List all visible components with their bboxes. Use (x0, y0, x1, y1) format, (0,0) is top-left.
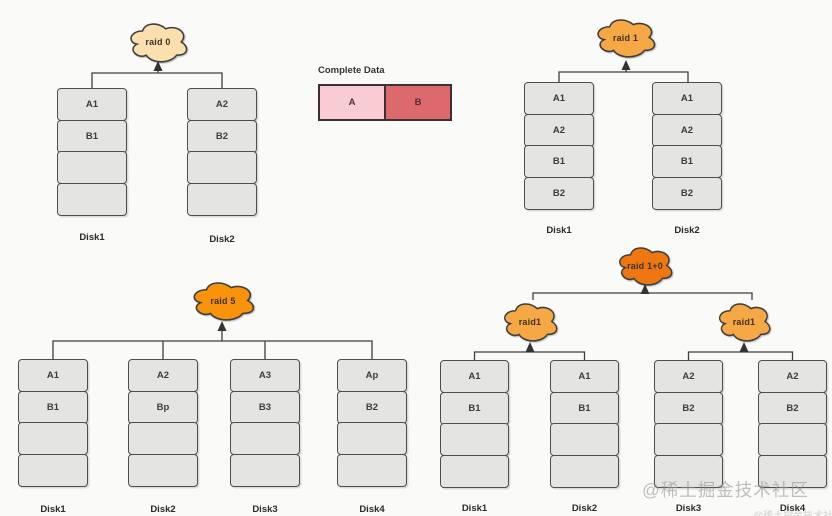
disk-cell: A2 (652, 113, 722, 147)
raid10-cloud-label: raid 1+0 (627, 261, 663, 271)
disk-cell: A1 (18, 359, 88, 392)
raid0-cloud-label: raid 0 (145, 37, 171, 47)
disk-cell (187, 151, 257, 184)
disk-cell: B2 (187, 119, 257, 153)
disk-cell (550, 423, 619, 456)
disk-cell: B2 (524, 176, 594, 210)
raid10-disk1: A1 B1 (440, 360, 509, 488)
raid10-right-subcloud-label: raid1 (732, 317, 756, 327)
disk-cell (654, 454, 723, 488)
disk-cell: A1 (550, 360, 619, 393)
disk-cell (654, 423, 723, 456)
raid1-disk1: A1 A2 B1 B2 (524, 82, 594, 210)
raid5-disk2-label: Disk2 (150, 504, 176, 515)
raid10-disk2: A1 B1 (550, 360, 619, 488)
raid10-disk4: A2 B2 (758, 360, 827, 488)
raid1-disk1-label: Disk1 (546, 225, 572, 236)
raid10-left-subcloud-icon (504, 303, 558, 342)
disk-cell: B1 (524, 145, 594, 178)
disk-cell: A1 (652, 82, 722, 115)
disk-cell: B1 (57, 119, 127, 153)
disk-cell (18, 453, 88, 487)
raid5-disk3-label: Disk3 (252, 504, 278, 515)
disk-cell: A1 (57, 88, 127, 121)
watermark-partial: @稀土掘金技术社区 (753, 507, 832, 516)
disk-cell (337, 453, 407, 487)
disk-cell (550, 454, 619, 488)
disk-cell: A1 (440, 360, 509, 393)
disk-cell: B3 (230, 390, 300, 424)
raid0-disk2: A2 B2 (187, 88, 257, 216)
raid1-cloud-label: raid 1 (612, 33, 639, 43)
disk-cell (128, 453, 198, 487)
data-block-b: B (384, 84, 452, 121)
raid0-disk2-label: Disk2 (209, 234, 235, 245)
raid5-disk4-label: Disk4 (359, 504, 385, 515)
raid10-right-subcloud-icon (718, 303, 771, 342)
disk-cell: B2 (652, 176, 722, 210)
disk-cell (440, 454, 509, 488)
raid1-disk2-label: Disk2 (674, 225, 700, 236)
disk-cell (230, 453, 300, 487)
raid0-disk1-label: Disk1 (79, 232, 105, 243)
disk-cell (57, 151, 127, 184)
disk-cell: B1 (440, 391, 509, 425)
disk-cell: A2 (524, 113, 594, 147)
disk-cell: Bp (128, 390, 198, 424)
raid10-disk1-label: Disk1 (461, 503, 488, 514)
disk-cell (758, 423, 827, 456)
complete-data-legend: A B (318, 84, 452, 121)
raid5-disk3: A3 B3 (230, 359, 300, 487)
raid5-disk4: Ap B2 (337, 359, 407, 487)
disk-cell (440, 423, 509, 456)
raid5-disk2: A2 Bp (128, 359, 198, 487)
raid10-disk3: A2 B2 (654, 360, 723, 488)
disk-cell (337, 422, 407, 455)
disk-cell: B2 (654, 391, 723, 425)
disk-cell: B1 (652, 145, 722, 178)
disk-cell: A2 (654, 360, 723, 393)
disk-cell (57, 182, 127, 216)
disk-cell: A3 (230, 359, 300, 392)
disk-cell (230, 422, 300, 455)
disk-cell: A2 (128, 359, 198, 392)
raid10-disk4-label: Disk4 (779, 503, 806, 514)
raid0-disk1: A1 B1 (57, 88, 127, 216)
raid5-disk1: A1 B1 (18, 359, 88, 487)
disk-cell: B2 (758, 391, 827, 425)
disk-cell: B1 (550, 391, 619, 425)
raid10-disk3-label: Disk3 (675, 503, 702, 514)
raid1-disk2: A1 A2 B1 B2 (652, 82, 722, 210)
raid1-cloud-icon (597, 19, 656, 58)
disk-cell (758, 454, 827, 488)
data-block-a: A (318, 84, 386, 121)
disk-cell: A2 (187, 88, 257, 121)
disk-cell: A1 (524, 82, 594, 115)
raid10-cloud-icon (619, 247, 673, 286)
legend-title: Complete Data (318, 65, 385, 76)
raid5-disk1-label: Disk1 (40, 504, 66, 515)
disk-cell: Ap (337, 359, 407, 392)
disk-cell (128, 422, 198, 455)
raid10-disk2-label: Disk2 (571, 503, 598, 514)
disk-cell: B1 (18, 390, 88, 424)
disk-cell (187, 182, 257, 216)
raid5-cloud-label: raid 5 (210, 296, 236, 306)
disk-cell: A2 (758, 360, 827, 393)
raid5-cloud-icon (193, 282, 255, 321)
disk-cell (18, 422, 88, 455)
disk-cell: B2 (337, 390, 407, 424)
raid0-cloud-icon (130, 23, 188, 63)
watermark: @稀土掘金技术社区 (642, 480, 809, 500)
raid10-left-subcloud-label: raid1 (518, 317, 542, 327)
